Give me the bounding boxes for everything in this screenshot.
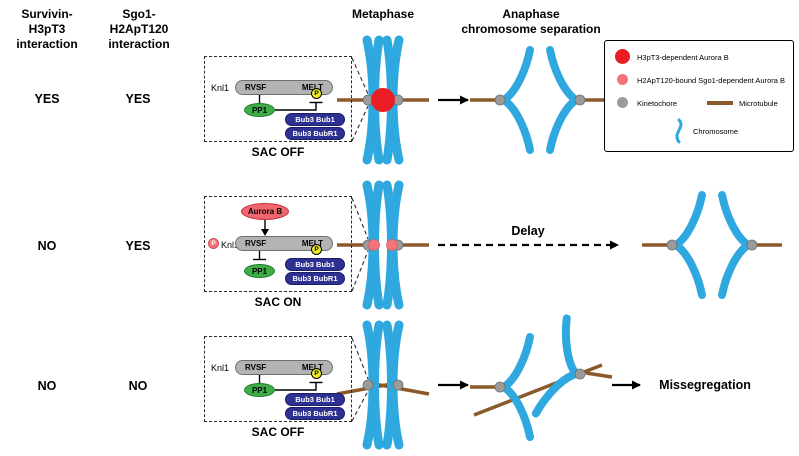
chromosome-pair — [367, 185, 399, 305]
phospho-mark: P — [311, 368, 322, 379]
pp1-phosphatase: PP1 — [244, 103, 275, 117]
kinetochore — [392, 379, 404, 391]
legend-box: H3pT3-dependent Aurora B H2ApT120-bound … — [604, 40, 794, 152]
kinetochore — [362, 239, 374, 251]
row2-inset-connectors — [253, 220, 269, 261]
knl1-label: Knl1 — [221, 240, 240, 250]
phospho-mark: P — [311, 244, 322, 255]
kinetochore — [666, 239, 678, 251]
anaphase-chromosome-right — [722, 195, 748, 295]
legend-icon-chromosome — [675, 118, 683, 144]
legend-icon-microtubule — [707, 101, 733, 105]
row3-sac-status: SAC OFF — [251, 425, 305, 439]
melt-motif: MELT — [301, 83, 323, 92]
microtubule-merotelic — [473, 363, 603, 417]
legend-label-microtubule: Microtubule — [739, 99, 778, 108]
row2-sac-inset: Aurora B P Knl1 RVSF MELT P PP1 Bub3 Bub… — [204, 196, 352, 292]
kinetochore — [392, 239, 404, 251]
row3-sgo1-value: NO — [128, 379, 148, 393]
aurora-b-kinase: Aurora B — [241, 203, 289, 220]
chromosome-pair — [367, 40, 399, 160]
chromosome-pair — [367, 325, 399, 445]
delay-label: Delay — [511, 224, 545, 238]
row1-anaphase-chromosomes — [470, 50, 610, 150]
anaphase-chromosome-left — [504, 337, 530, 437]
bub3-bub1-complex: Bub3 Bub1 — [285, 393, 345, 406]
bub3-bubr1-complex: Bub3 BubR1 — [285, 272, 345, 285]
knl1-bar: RVSF MELT — [235, 360, 333, 375]
anaphase-chromosome-left — [504, 50, 530, 150]
header-anaphase: Anaphase chromosome separation — [461, 7, 601, 36]
legend-icon-sgo1-aurora-b — [617, 74, 628, 85]
legend-icon-kinetochore — [617, 97, 628, 108]
row1-sac-inset: Knl1 RVSF MELT P PP1 Bub3 Bub1 Bub3 BubR… — [204, 56, 352, 142]
melt-motif: MELT — [301, 239, 323, 248]
h3pt3-aurora-b-dot — [371, 88, 395, 112]
rvsf-motif: RVSF — [245, 363, 267, 372]
melt-motif: MELT — [301, 363, 323, 372]
kinetochore — [494, 94, 506, 106]
header-sgo1-h2apt120: Sgo1-H2ApT120 interaction — [108, 7, 170, 51]
row2-survivin-value: NO — [37, 239, 57, 253]
bub3-bubr1-complex: Bub3 BubR1 — [285, 127, 345, 140]
microtubule-crossed — [368, 381, 430, 396]
row3-callout-lines — [351, 337, 369, 422]
legend-label-sgo1: H2ApT120-bound Sgo1-dependent Aurora B — [637, 76, 786, 85]
knl1-bar: RVSF MELT — [235, 80, 333, 95]
row3-anaphase-missegregation — [470, 318, 613, 437]
header-survivin-h3pt3: Survivin-H3pT3 interaction — [16, 7, 78, 51]
legend-label-kinetochore: Kinetochore — [637, 99, 678, 108]
row3-survivin-value: NO — [37, 379, 57, 393]
pink-phospho-mark: P — [208, 238, 219, 249]
knl1-bar: RVSF MELT — [235, 236, 333, 251]
arrowhead — [261, 229, 269, 236]
row2-sac-status: SAC ON — [254, 295, 302, 309]
anaphase-chromosome-right-tilted — [536, 318, 592, 421]
row2-anaphase-chromosomes — [642, 195, 782, 295]
rvsf-motif: RVSF — [245, 83, 267, 92]
legend-label-chromosome: Chromosome — [693, 127, 739, 136]
kinetochore — [574, 94, 586, 106]
row1-survivin-value: YES — [34, 92, 60, 106]
bub3-bub1-complex: Bub3 Bub1 — [285, 258, 345, 271]
microtubule — [585, 371, 613, 379]
pp1-phosphatase: PP1 — [244, 383, 275, 397]
sgo1-aurora-b-dot — [386, 239, 398, 251]
anaphase-chromosome-left — [676, 195, 702, 295]
legend-label-h3pt3: H3pT3-dependent Aurora B — [637, 53, 729, 62]
row3-sac-inset: Knl1 RVSF MELT P PP1 Bub3 Bub1 Bub3 BubR… — [204, 336, 352, 422]
rvsf-motif: RVSF — [245, 239, 267, 248]
phospho-mark: P — [311, 88, 322, 99]
row2-callout-lines — [351, 197, 369, 292]
kinetochore — [362, 379, 374, 391]
row1-sgo1-value: YES — [125, 92, 151, 106]
missegregation-label: Missegregation — [659, 378, 751, 392]
sgo1-aurora-b-dot — [368, 239, 380, 251]
pp1-phosphatase-blocked: PP1 — [244, 264, 275, 278]
kinetochore — [574, 368, 586, 380]
knl1-label: Knl1 — [211, 83, 230, 93]
row2-sgo1-value: YES — [125, 239, 151, 253]
anaphase-chromosome-right — [550, 50, 576, 150]
kinetochore — [746, 239, 758, 251]
kinetochore — [494, 381, 506, 393]
legend-icon-h3pt3-aurora-b — [615, 49, 630, 64]
knl1-label: Knl1 — [211, 363, 230, 373]
kinetochore — [392, 94, 404, 106]
header-metaphase: Metaphase — [351, 7, 415, 21]
kinetochore — [362, 94, 374, 106]
row1-callout-lines — [351, 57, 369, 142]
bub3-bub1-complex: Bub3 Bub1 — [285, 113, 345, 126]
bub3-bubr1-complex: Bub3 BubR1 — [285, 407, 345, 420]
row1-sac-status: SAC OFF — [251, 145, 305, 159]
